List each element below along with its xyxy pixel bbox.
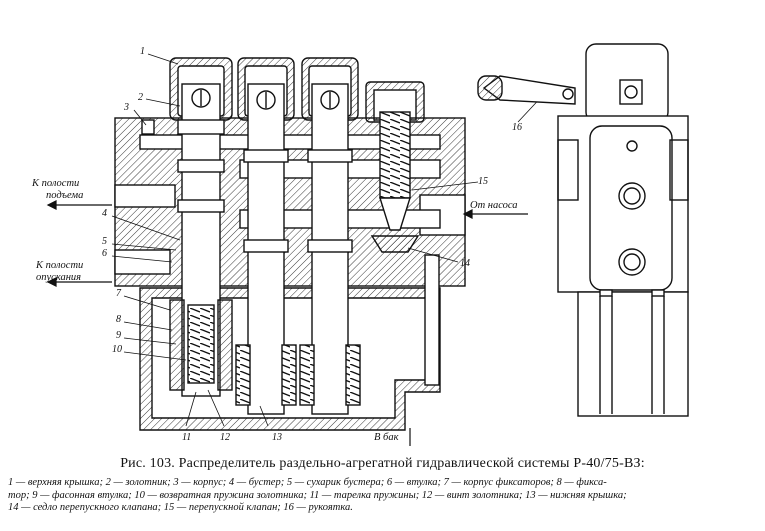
callout-10: 10: [112, 344, 122, 355]
sectional-view: [114, 57, 466, 431]
callout-5: 5: [102, 236, 107, 247]
callout-16: 16: [512, 122, 522, 133]
callout-8: 8: [116, 314, 121, 325]
callout-3: 3: [123, 102, 129, 113]
callout-13: 13: [272, 432, 282, 443]
figure-caption-title: Рис. 103. Распределитель раздельно-агрег…: [120, 456, 645, 471]
raise-cavity-line2: подъема: [46, 190, 83, 201]
lower-cavity-line2: опускания: [36, 272, 81, 283]
callout-15: 15: [478, 176, 488, 187]
callout-4: 4: [102, 208, 107, 219]
callout-9: 9: [116, 330, 121, 341]
callout-1: 1: [140, 46, 145, 57]
legend-line: тор; 9 — фасонная втулка; 10 — возвратна…: [8, 489, 627, 501]
callout-2: 2: [138, 92, 143, 103]
callout-12: 12: [220, 432, 230, 443]
raise-cavity-line1: К полости: [31, 178, 79, 189]
flow-arrows: [46, 200, 528, 446]
lower-cavity-line1: К полости: [35, 260, 83, 271]
callout-7: 7: [116, 288, 122, 299]
legend-line: 14 — седло перепускного клапана; 15 — пе…: [8, 502, 353, 513]
callout-numbers: 1 2 3 4 5 6 7 8 9 10 11 12 13 14 15 16: [102, 46, 522, 443]
callout-14: 14: [460, 258, 470, 269]
to-tank-label: В бак: [374, 432, 399, 443]
from-pump-label: От насоса: [470, 200, 518, 211]
figure-legend: 1 — верхняя крышка; 2 — золотник; 3 — ко…: [8, 477, 760, 515]
callout-11: 11: [182, 432, 191, 443]
end-view: [477, 43, 689, 417]
legend-line: 1 — верхняя крышка; 2 — золотник; 3 — ко…: [8, 477, 607, 488]
callout-6: 6: [102, 248, 107, 259]
